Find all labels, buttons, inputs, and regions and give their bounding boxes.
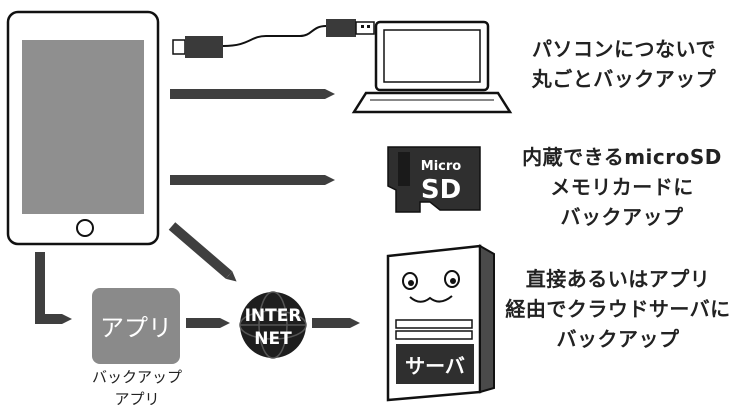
app-label-line: アプリ (114, 390, 160, 408)
caption-sdcard-backup: 内蔵できるmicroSD メモリカードに バックアップ (510, 142, 734, 232)
caption-line: 内蔵できるmicroSD (522, 145, 722, 169)
caption-line: 経由でクラウドサーバに (505, 297, 731, 321)
app-icon-text: アプリ (100, 314, 172, 342)
server-icon: サーバ (386, 244, 495, 402)
caption-laptop-backup: パソコンにつないで 丸ごとバックアップ (514, 34, 734, 94)
sd-micro-text: Micro (421, 159, 462, 174)
backup-app-label: バックアップ アプリ (62, 366, 212, 410)
arrow-tablet-to-app (35, 252, 72, 324)
server-label: サーバ (405, 354, 465, 378)
arrows (35, 89, 360, 328)
caption-line: メモリカードに (550, 175, 694, 199)
app-icon: アプリ (92, 288, 180, 364)
internet-globe-icon: INTER NET (239, 291, 307, 359)
caption-line: 丸ごとバックアップ (531, 67, 717, 91)
arrow-tablet-to-internet (168, 222, 237, 282)
caption-line: バックアップ (560, 205, 684, 229)
sd-text: SD (421, 175, 461, 205)
app-label-line: バックアップ (91, 368, 182, 386)
usb-cable-icon (172, 19, 375, 58)
caption-line: バックアップ (556, 327, 680, 351)
internet-line2: NET (254, 329, 292, 349)
internet-line1: INTER (245, 306, 302, 326)
tablet-icon (6, 10, 160, 246)
laptop-icon (351, 20, 513, 114)
caption-line: 直接あるいはアプリ (525, 267, 711, 291)
caption-line: パソコンにつないで (532, 37, 716, 61)
caption-server-backup: 直接あるいはアプリ 経由でクラウドサーバに バックアップ (500, 264, 736, 354)
microsd-card-icon: Micro SD (387, 146, 481, 213)
